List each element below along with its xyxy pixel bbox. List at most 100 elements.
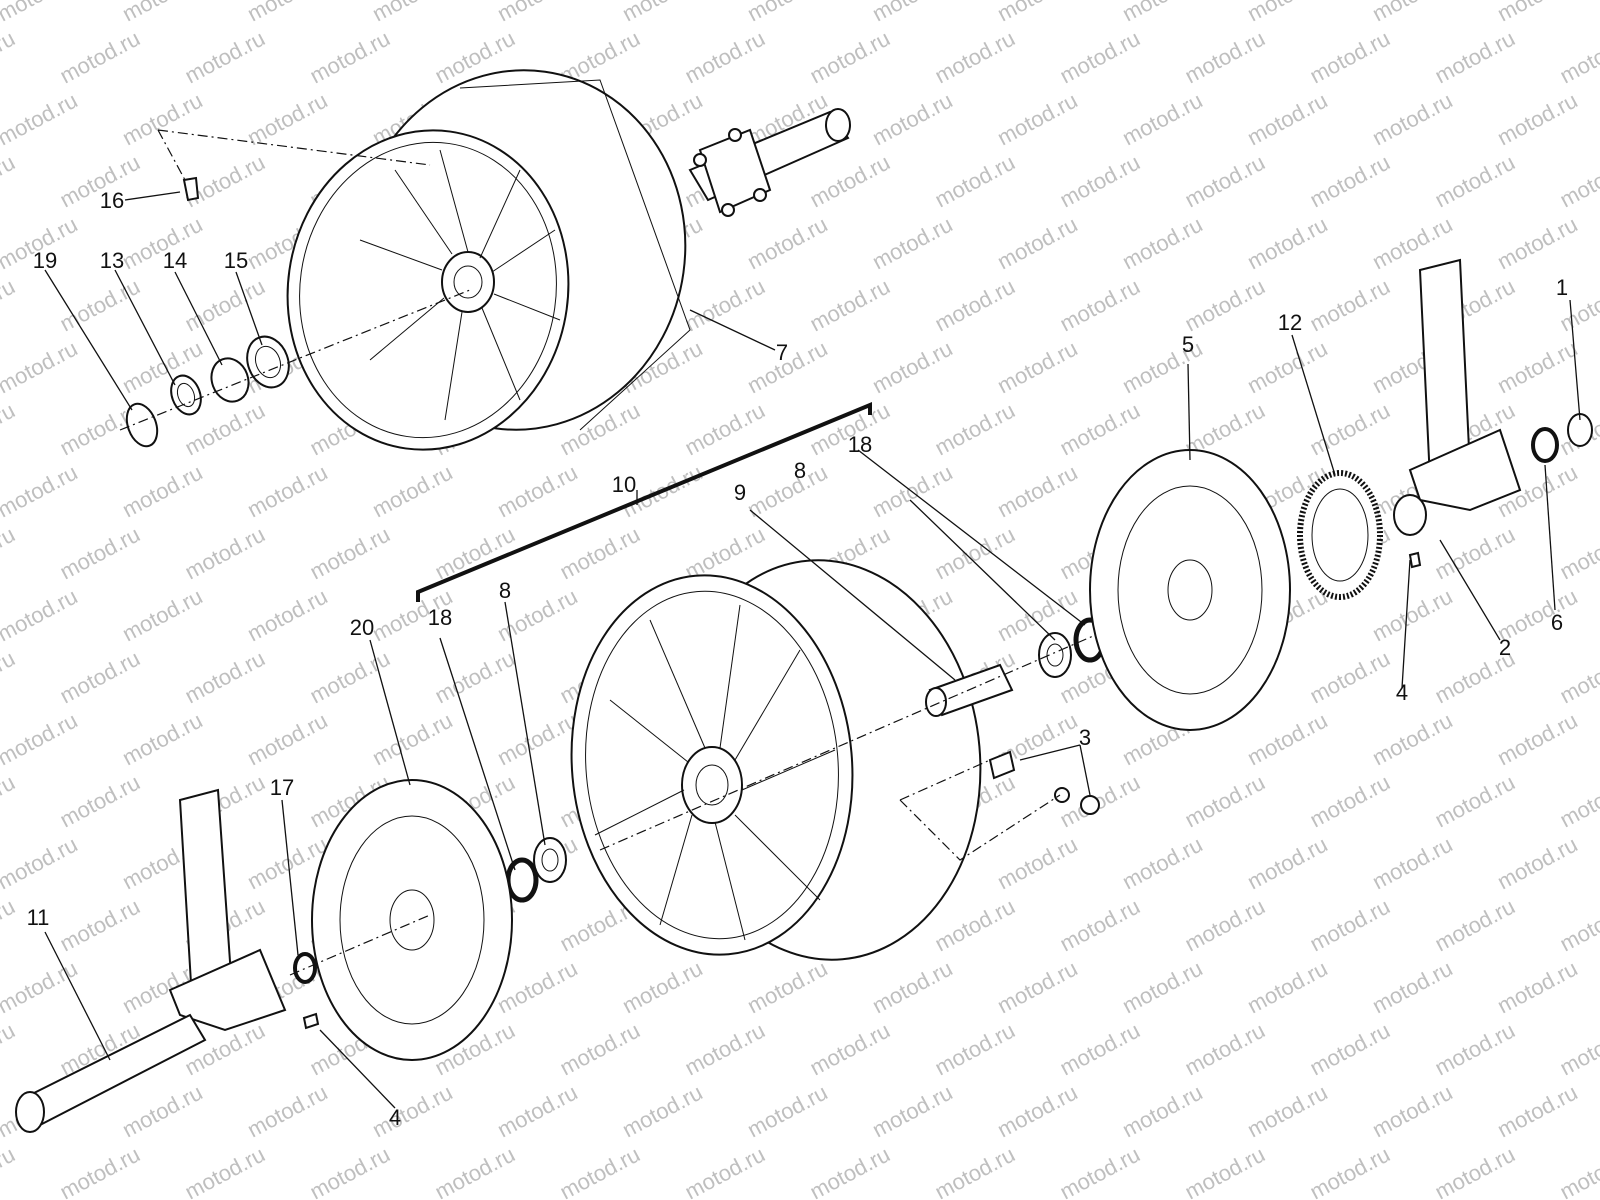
watermark-text: motod.ru [493,708,581,771]
callout-3: 3 [1079,725,1091,750]
watermark-text: motod.ru [1243,336,1331,399]
watermark-text: motod.ru [931,150,1019,213]
watermark-text: motod.ru [1243,832,1331,895]
watermark-text: motod.ru [1118,956,1206,1019]
abs-tone-ring [1297,470,1383,600]
watermark-text: motod.ru [1056,1142,1144,1200]
watermark-text: motod.ru [0,646,19,709]
watermark-text: motod.ru [931,1142,1019,1200]
watermark-text: motod.ru [1181,26,1269,89]
brake-disc-right [1089,449,1291,731]
watermark-text: motod.ru [1056,26,1144,89]
bolts-3 [899,750,1100,861]
callout-2: 2 [1499,635,1511,660]
watermark-text: motod.ru [1306,894,1394,957]
watermark-text: motod.ru [1368,0,1456,26]
brake-disc-left [302,779,513,1061]
watermark-text: motod.ru [243,460,331,523]
watermark-text: motod.ru [1118,0,1206,26]
callout-4-left: 4 [389,1105,401,1130]
callout-labels: 1 2 3 4 4 5 6 7 8 8 9 10 11 12 13 14 15 … [27,188,1569,1130]
rear-axle [688,108,851,217]
watermark-text: motod.ru [431,1142,519,1200]
watermark-text: motod.ru [181,1142,269,1200]
watermark-text: motod.ru [1243,0,1331,26]
watermark-text: motod.ru [1243,88,1331,151]
watermark-text: motod.ru [1306,26,1394,89]
callout-12: 12 [1278,310,1302,335]
watermark-text: motod.ru [931,522,1019,585]
watermark-text: motod.ru [56,894,144,957]
watermark-text: motod.ru [306,522,394,585]
watermark-text: motod.ru [1056,274,1144,337]
watermark-text: motod.ru [0,1018,19,1081]
watermark-text: motod.ru [931,398,1019,461]
watermark-text: motod.ru [993,832,1081,895]
watermark-text: motod.ru [1306,398,1394,461]
watermark-text: motod.ru [556,1018,644,1081]
callout-7: 7 [776,340,788,365]
watermark-text: motod.ru [1493,832,1581,895]
watermark-text: motod.ru [868,88,956,151]
watermark-text: motod.ru [56,522,144,585]
watermark-text: motod.ru [0,150,19,213]
watermark-text: motod.ru [806,26,894,89]
watermark-text: motod.ru [1431,1142,1519,1200]
watermark-text: motod.ru [118,0,206,26]
watermark-text: motod.ru [1118,212,1206,275]
watermark-text: motod.ru [1493,88,1581,151]
watermark-text: motod.ru [806,1142,894,1200]
watermark-text: motod.ru [993,88,1081,151]
front-wheel [570,559,982,961]
watermark-text: motod.ru [868,336,956,399]
watermark-text: motod.ru [743,460,831,523]
watermark-text: motod.ru [1118,832,1206,895]
watermark-text: motod.ru [931,274,1019,337]
watermark-text: motod.ru [1118,88,1206,151]
watermark-text: motod.ru [0,26,19,89]
watermark-text: motod.ru [1368,584,1456,647]
callout-19: 19 [33,248,57,273]
callout-20: 20 [350,615,374,640]
watermark-text: motod.ru [181,522,269,585]
watermark-text: motod.ru [868,1080,956,1143]
watermark-text: motod.ru [931,26,1019,89]
watermark-text: motod.ru [368,708,456,771]
watermark-text: motod.ru [1431,522,1519,585]
watermark-text: motod.ru [681,26,769,89]
callout-4-right: 4 [1396,680,1408,705]
watermark-text: motod.ru [868,460,956,523]
watermark-text: motod.ru [1431,26,1519,89]
watermark-text: motod.ru [0,956,82,1019]
watermark-text: motod.ru [1368,708,1456,771]
watermark-text: motod.ru [1431,1018,1519,1081]
watermark-text: motod.ru [1306,150,1394,213]
watermark-text: motod.ru [1431,894,1519,957]
watermark-text: motod.ru [1243,956,1331,1019]
watermark-text: motod.ru [868,0,956,26]
watermark-text: motod.ru [0,460,82,523]
watermark-text: motod.ru [1493,0,1581,26]
watermark-text: motod.ru [1243,1080,1331,1143]
watermark-text: motod.ru [1368,956,1456,1019]
watermark-text: motod.ru [56,770,144,833]
watermark-text: motod.ru [0,894,19,957]
watermark-text: motod.ru [368,460,456,523]
watermark-text: motod.ru [868,956,956,1019]
watermark-text: motod.ru [1556,1142,1600,1200]
watermark-text: motod.ru [993,460,1081,523]
watermark-text: motod.ru [118,88,206,151]
watermark-text: motod.ru [681,1142,769,1200]
watermark-text: motod.ru [1368,832,1456,895]
callout-16: 16 [100,188,124,213]
watermark-text: motod.ru [931,1018,1019,1081]
watermark-text: motod.ru [0,770,19,833]
watermark-text: motod.ru [1243,212,1331,275]
watermark-text: motod.ru [1181,274,1269,337]
watermark-text: motod.ru [0,88,82,151]
watermark-text: motod.ru [1306,770,1394,833]
watermark-text: motod.ru [868,212,956,275]
watermark-text: motod.ru [993,0,1081,26]
watermark-text: motod.ru [1493,336,1581,399]
